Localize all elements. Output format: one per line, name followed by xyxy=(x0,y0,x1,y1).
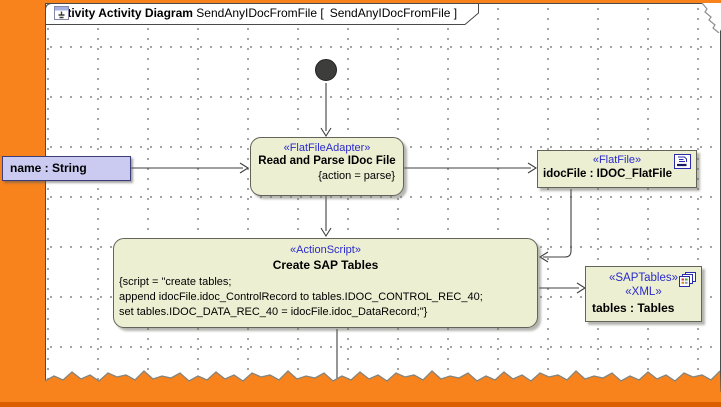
frame-tab-shape xyxy=(45,3,479,25)
idocfile-name: idocFile : IDOC_FlatFile xyxy=(543,168,673,180)
script-line: append idocFile.idoc_ControlRecord to ta… xyxy=(119,291,483,303)
frame-diagram-name: SendAnyIDocFromFile xyxy=(196,6,318,20)
frame-kind-label: activity Activity Diagram xyxy=(54,6,193,20)
corner-tear xyxy=(701,3,721,33)
stacked-tables-icon xyxy=(679,272,697,293)
actionscript-stereotype: «ActionScript» xyxy=(290,244,361,256)
adapter-name: Read and Parse IDoc File xyxy=(258,155,396,167)
frame-tab-text: activity Activity Diagram SendAnyIDocFro… xyxy=(54,6,457,20)
frame-bracket-close: ] xyxy=(453,6,458,20)
script-line: set tables.IDOC_DATA_REC_40 = idocFile.i… xyxy=(119,306,428,318)
actionscript-name: Create SAP Tables xyxy=(272,258,379,272)
saptables-xml-stereotype: «XML» xyxy=(625,286,662,298)
diagram-frame-header[interactable]: activity Activity Diagram SendAnyIDocFro… xyxy=(45,3,481,26)
torn-edge-line xyxy=(45,370,721,382)
node-flat-file-adapter[interactable]: «FlatFileAdapter» Read and Parse IDoc Fi… xyxy=(250,137,404,196)
diagram-grid-area xyxy=(45,3,721,392)
node-action-script[interactable]: «ActionScript» Create SAP Tables {script… xyxy=(113,238,538,328)
bottom-dark-strip xyxy=(0,402,721,407)
actionscript-script: {script = "create tables; append idocFil… xyxy=(114,275,537,320)
frame-bracket-open: [ xyxy=(320,6,324,20)
node-sap-tables[interactable]: «SAPTables» «XML» tables : Tables xyxy=(585,266,702,322)
node-idoc-file[interactable]: «FlatFile» idocFile : IDOC_FlatFile xyxy=(537,150,697,188)
torn-edge xyxy=(45,370,721,407)
idocfile-stereotype: «FlatFile» xyxy=(592,154,642,166)
flat-file-document-icon xyxy=(674,154,691,174)
frame-ref-name: SendAnyIDocFromFile xyxy=(329,6,451,20)
input-pin-label[interactable]: name : String xyxy=(2,156,131,181)
script-line: {script = "create tables; xyxy=(119,276,232,288)
initial-node[interactable] xyxy=(315,59,337,81)
adapter-stereotype: «FlatFileAdapter» xyxy=(283,142,371,154)
adapter-tag: {action = parse} xyxy=(318,170,395,182)
saptables-stereotype: «SAPTables» xyxy=(608,272,679,284)
saptables-name: tables : Tables xyxy=(592,301,675,315)
torn-edge-fill xyxy=(45,371,721,407)
